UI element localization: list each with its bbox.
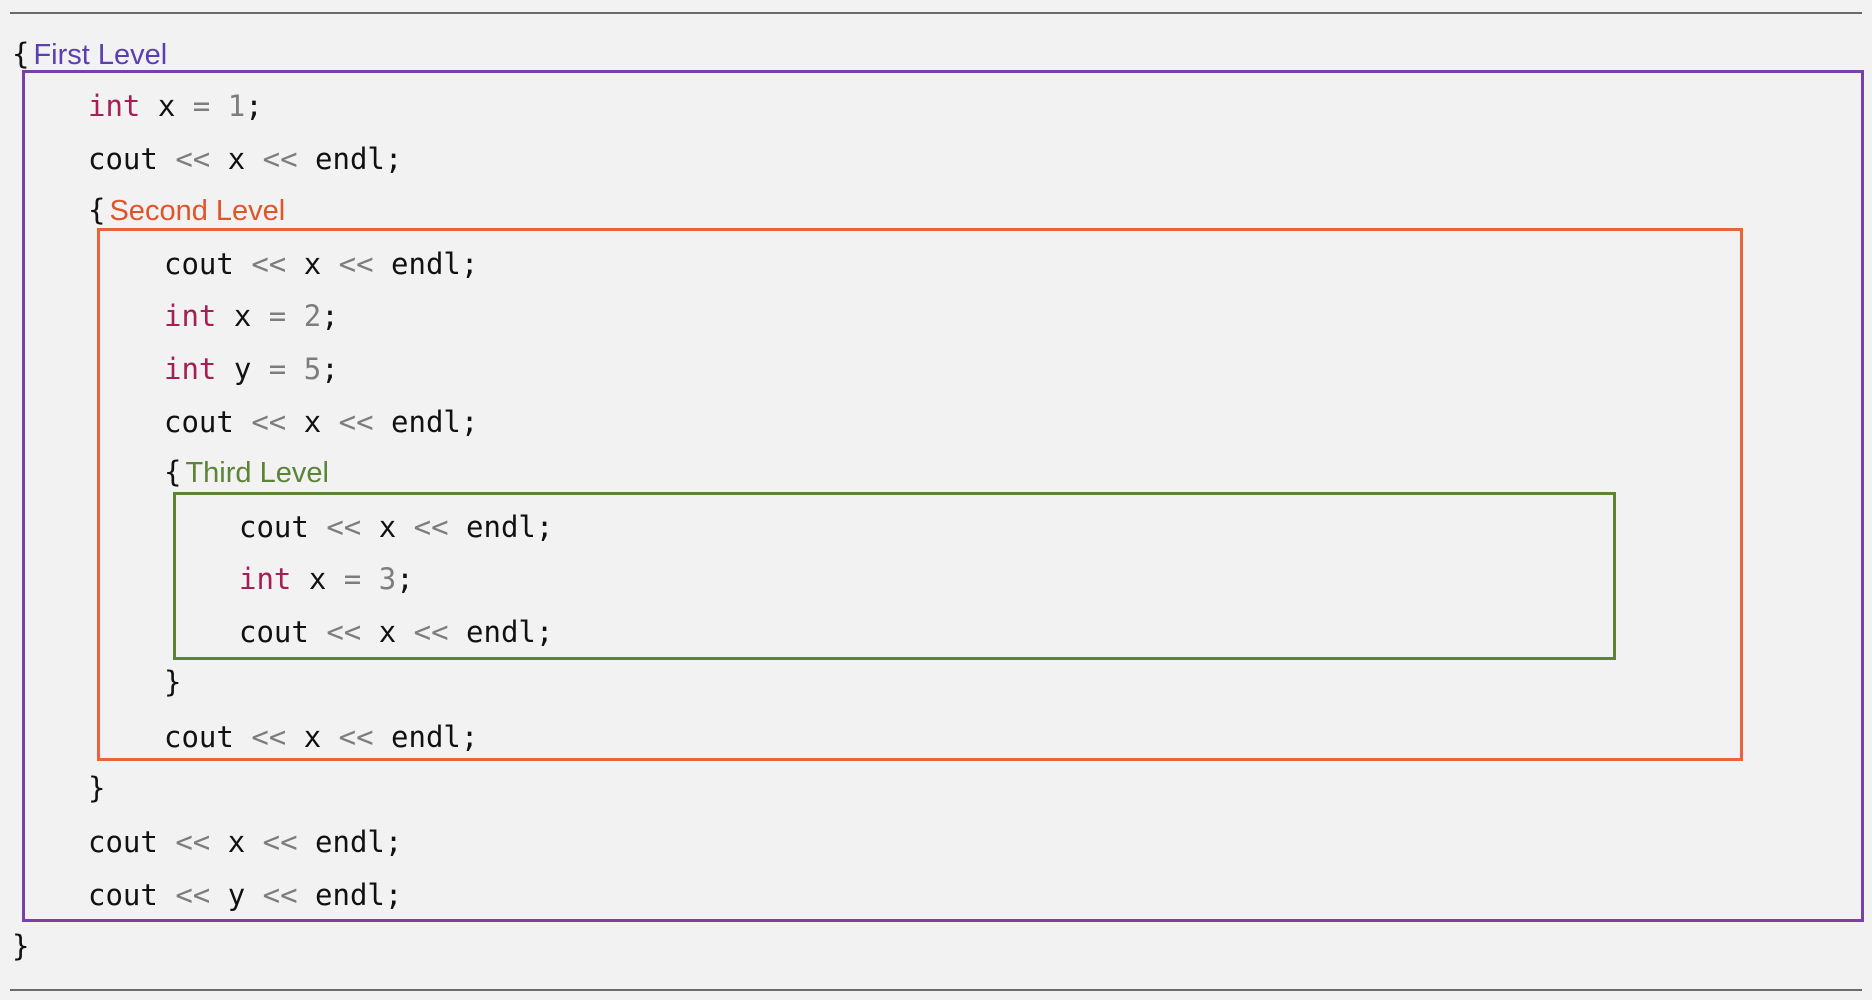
second-level-open: {Second Level [88, 192, 285, 229]
open-brace: { [88, 193, 106, 227]
operator: << [251, 405, 287, 439]
code-line: cout << x << endl; [164, 404, 478, 440]
code-line: cout << y << endl; [88, 877, 402, 913]
identifier: endl; [391, 720, 479, 754]
identifier: endl; [391, 247, 479, 281]
code-line: cout << x << endl; [164, 719, 478, 755]
operator: << [175, 825, 211, 859]
identifier: x [303, 720, 322, 754]
second-level-label: Second Level [109, 195, 286, 227]
top-rule [10, 12, 1862, 14]
semicolon: ; [321, 299, 339, 333]
operator: << [338, 720, 374, 754]
close-brace: } [164, 665, 182, 699]
code-line: int x = 1; [88, 88, 263, 124]
first-level-close: } [12, 928, 29, 964]
code-line: int x = 2; [164, 298, 339, 334]
operator: << [413, 510, 449, 544]
keyword: int [88, 89, 141, 123]
identifier: x [227, 142, 246, 176]
third-level-open: {Third Level [164, 454, 329, 491]
identifier: x [227, 825, 246, 859]
operator: << [413, 615, 449, 649]
identifier: endl; [315, 878, 403, 912]
open-brace: { [12, 37, 30, 71]
identifier: y [227, 878, 246, 912]
operator: << [338, 405, 374, 439]
close-brace: } [88, 771, 106, 805]
operator: = [192, 89, 211, 123]
second-level-close: } [88, 770, 105, 806]
operator: = [268, 352, 287, 386]
first-level-open: {First Level [12, 36, 167, 73]
operator: << [251, 720, 287, 754]
third-level-scope-box [173, 492, 1616, 660]
identifier: endl; [391, 405, 479, 439]
operator: << [175, 878, 211, 912]
identifier: cout [88, 878, 158, 912]
keyword: int [164, 299, 217, 333]
code-line: cout << x << endl; [88, 141, 402, 177]
operator: << [175, 142, 211, 176]
identifier: cout [88, 142, 158, 176]
operator: << [262, 878, 298, 912]
number-literal: 1 [227, 89, 246, 123]
semicolon: ; [321, 352, 339, 386]
identifier: endl; [315, 142, 403, 176]
identifier: cout [164, 405, 234, 439]
code-line: int x = 3; [239, 561, 414, 597]
code-line: cout << x << endl; [239, 614, 553, 650]
code-line: int y = 5; [164, 351, 339, 387]
identifier: cout [164, 720, 234, 754]
identifier: x [157, 89, 176, 123]
identifier: cout [88, 825, 158, 859]
number-literal: 3 [378, 562, 397, 596]
identifier: x [378, 615, 397, 649]
keyword: int [164, 352, 217, 386]
identifier: x [303, 247, 322, 281]
code-line: cout << x << endl; [239, 509, 553, 545]
identifier: x [303, 405, 322, 439]
operator: << [326, 615, 362, 649]
identifier: endl; [315, 825, 403, 859]
number-literal: 5 [303, 352, 322, 386]
code-line: cout << x << endl; [88, 824, 402, 860]
identifier: cout [239, 510, 309, 544]
identifier: x [308, 562, 327, 596]
third-level-label: Third Level [185, 457, 329, 489]
identifier: cout [164, 247, 234, 281]
second-level-scope-box [97, 228, 1743, 761]
identifier: endl; [466, 510, 554, 544]
operator: << [338, 247, 374, 281]
operator: = [268, 299, 287, 333]
bottom-rule [10, 989, 1862, 991]
operator: << [262, 142, 298, 176]
code-line: cout << x << endl; [164, 246, 478, 282]
operator: = [343, 562, 362, 596]
operator: << [326, 510, 362, 544]
semicolon: ; [396, 562, 414, 596]
identifier: x [233, 299, 252, 333]
identifier: y [233, 352, 252, 386]
first-level-scope-box [22, 70, 1864, 922]
operator: << [262, 825, 298, 859]
operator: << [251, 247, 287, 281]
semicolon: ; [245, 89, 263, 123]
identifier: endl; [466, 615, 554, 649]
identifier: x [378, 510, 397, 544]
identifier: cout [239, 615, 309, 649]
keyword: int [239, 562, 292, 596]
open-brace: { [164, 455, 182, 489]
close-brace: } [12, 929, 30, 963]
number-literal: 2 [303, 299, 322, 333]
first-level-label: First Level [33, 39, 168, 71]
third-level-close: } [164, 664, 181, 700]
